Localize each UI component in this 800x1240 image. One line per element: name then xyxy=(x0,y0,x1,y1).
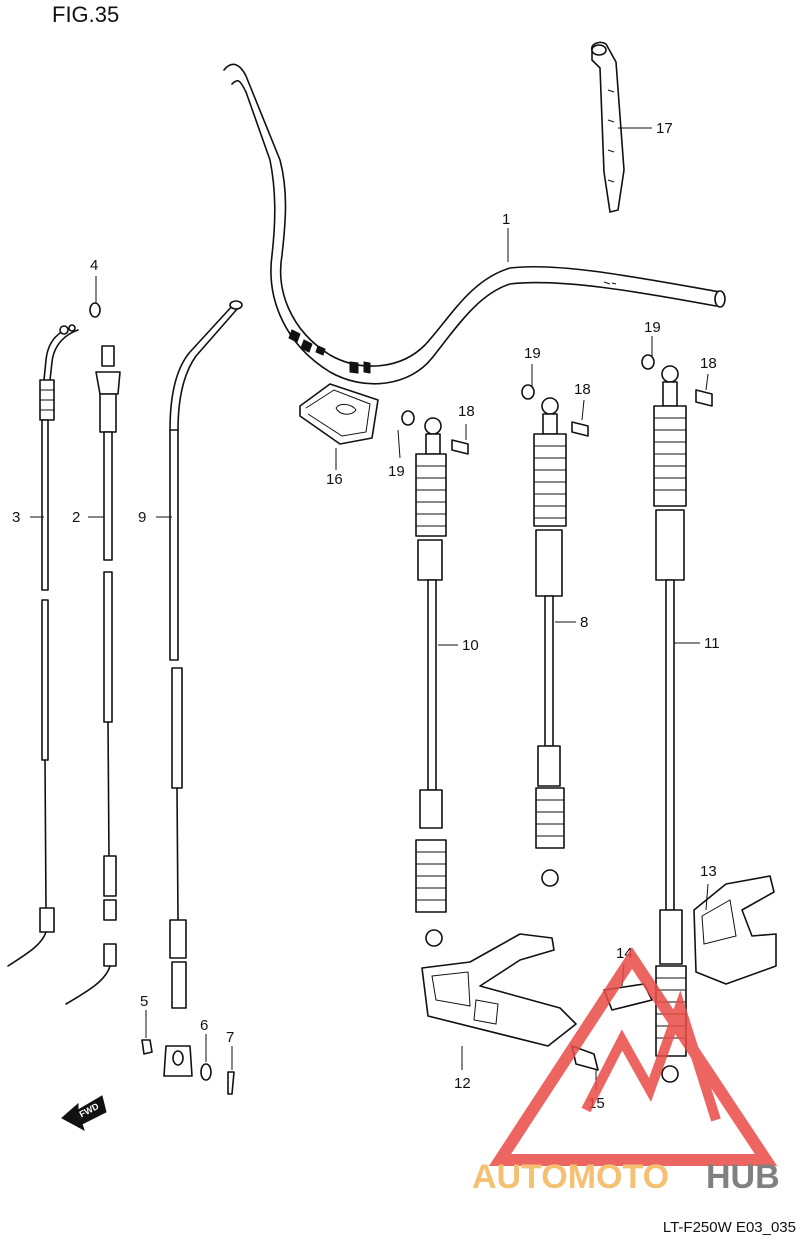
callout-10: 10 xyxy=(462,637,479,654)
cable-2 xyxy=(65,345,121,1005)
callout-2: 2 xyxy=(72,509,80,526)
callout-18c: 18 xyxy=(700,355,717,372)
cable-9 xyxy=(163,300,243,1077)
callout-7: 7 xyxy=(226,1029,234,1046)
callout-11: 11 xyxy=(704,635,720,652)
callout-19a: 19 xyxy=(388,463,405,480)
bracket-13 xyxy=(693,875,777,985)
bolts-and-clips xyxy=(401,354,713,455)
callout-1: 1 xyxy=(502,211,510,228)
figure-title: FIG.35 xyxy=(52,2,120,27)
watermark-text-1: AUTOMOTO xyxy=(472,1158,669,1196)
leader-lines xyxy=(30,127,709,1090)
callout-18a: 18 xyxy=(458,403,475,420)
callout-19b: 19 xyxy=(524,345,541,362)
watermark-logo: AUTOMOTO HUB xyxy=(472,947,780,1196)
drawing-code: LT-F250W E03_035 xyxy=(662,1219,796,1236)
callout-8: 8 xyxy=(580,614,588,631)
cable-3 xyxy=(7,324,79,967)
callout-5: 5 xyxy=(140,993,148,1010)
cable-11 xyxy=(653,365,687,1083)
callout-numbers: 1 2 3 4 5 6 7 8 9 10 11 12 13 14 15 16 1… xyxy=(12,120,720,1112)
callout-19c: 19 xyxy=(644,319,661,336)
small-parts xyxy=(89,302,235,1095)
callout-12: 12 xyxy=(454,1075,471,1092)
callout-17: 17 xyxy=(656,120,673,137)
wrench-tool xyxy=(590,41,625,213)
callout-13: 13 xyxy=(700,863,717,880)
bracket-12 xyxy=(421,933,577,1047)
callout-9: 9 xyxy=(138,509,146,526)
cable-10 xyxy=(415,417,447,947)
watermark-text-2: HUB xyxy=(706,1158,780,1196)
callout-16: 16 xyxy=(326,471,343,488)
cable-8 xyxy=(533,397,567,887)
callout-4: 4 xyxy=(90,257,98,274)
handlebar-clamp-plate xyxy=(299,383,379,445)
fwd-arrow-icon: FWD xyxy=(61,1095,107,1132)
bolt-15 xyxy=(571,1045,599,1071)
handlebar xyxy=(223,63,726,385)
callout-6: 6 xyxy=(200,1017,208,1034)
callout-3: 3 xyxy=(12,509,20,526)
callout-18b: 18 xyxy=(574,381,591,398)
